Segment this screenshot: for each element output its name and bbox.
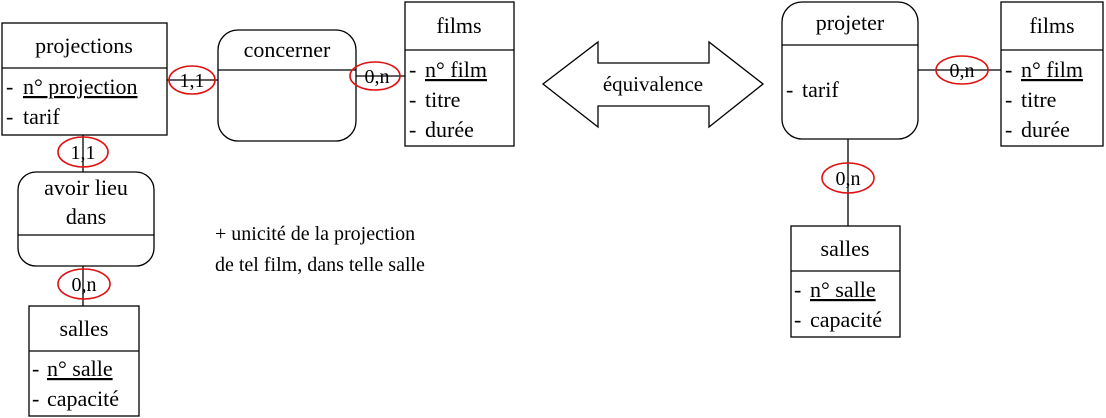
- svg-text:-: -: [409, 87, 416, 112]
- entity-salles: salles - n° salle - capacité: [790, 225, 901, 338]
- attribute: capacité: [810, 307, 882, 332]
- attribute-key: n° film: [425, 57, 487, 82]
- entity-salles: salles - n° salle - capacité: [28, 305, 140, 417]
- cardinality-projections-avoir: 1,1: [57, 136, 109, 168]
- svg-text:-: -: [6, 104, 13, 129]
- svg-text:-: -: [409, 117, 416, 142]
- svg-text:-: -: [786, 77, 793, 102]
- svg-text:-: -: [6, 74, 13, 99]
- relation-title: avoir lieu: [44, 175, 128, 200]
- attribute-key: n° salle: [47, 356, 113, 381]
- cardinality-label: 0,n: [72, 274, 97, 296]
- entity-title: salles: [821, 236, 870, 261]
- attribute: titre: [425, 87, 460, 112]
- relation-title: projeter: [816, 10, 885, 35]
- uniqueness-note-line1: + unicité de la projection: [215, 223, 415, 245]
- attribute: tarif: [23, 104, 60, 129]
- relation-title: dans: [66, 204, 106, 229]
- attribute-key: n° projection: [23, 74, 138, 99]
- attribute: durée: [425, 117, 474, 142]
- uniqueness-note-line2: de tel film, dans telle salle: [215, 254, 425, 276]
- svg-text:-: -: [409, 57, 416, 82]
- entity-title: films: [436, 13, 481, 38]
- attribute: tarif: [802, 77, 839, 102]
- cardinality-label: 1,1: [71, 142, 96, 164]
- relation-projeter: projeter - tarif: [781, 1, 919, 140]
- entity-films: films - n° film - titre - durée: [404, 1, 515, 147]
- entity-films: films - n° film - titre - durée: [1000, 1, 1104, 147]
- svg-text:-: -: [1005, 117, 1012, 142]
- entity-title: projections: [35, 33, 133, 58]
- svg-text:-: -: [1005, 87, 1012, 112]
- attribute: titre: [1021, 87, 1056, 112]
- equivalence-label: équivalence: [603, 72, 703, 96]
- svg-text:-: -: [1005, 57, 1012, 82]
- relation-concerner: concerner: [217, 29, 357, 142]
- cardinality-concerner-films: 0,n: [349, 61, 401, 91]
- attribute-key: n° film: [1021, 57, 1083, 82]
- attribute: capacité: [47, 386, 119, 411]
- svg-text:-: -: [794, 277, 801, 302]
- svg-text:-: -: [32, 386, 39, 411]
- entity-title: films: [1029, 13, 1074, 38]
- cardinality-projeter-salles: 0,n: [821, 162, 875, 194]
- cardinality-label: 0,n: [365, 66, 390, 88]
- entity-projections: projections - n° projection - tarif: [1, 22, 168, 136]
- cardinality-avoir-salles: 0,n: [57, 268, 111, 300]
- attribute: durée: [1021, 117, 1070, 142]
- relation-avoir-lieu-dans: avoir lieu dans: [17, 171, 155, 267]
- cardinality-projections-concerner: 1,1: [168, 65, 216, 95]
- relation-title: concerner: [244, 37, 331, 62]
- entity-title: salles: [60, 316, 109, 341]
- equivalence-double-arrow: équivalence: [541, 40, 765, 129]
- svg-text:-: -: [32, 356, 39, 381]
- cardinality-projeter-films: 0,n: [935, 55, 989, 85]
- cardinality-label: 0,n: [836, 168, 861, 190]
- cardinality-label: 0,n: [950, 60, 975, 82]
- svg-text:-: -: [794, 307, 801, 332]
- attribute-key: n° salle: [810, 277, 876, 302]
- cardinality-label: 1,1: [180, 70, 205, 92]
